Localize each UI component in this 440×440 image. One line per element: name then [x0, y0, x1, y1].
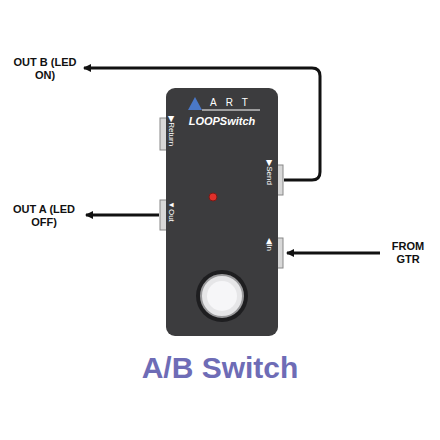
out-a-wire — [86, 214, 159, 217]
product-name: LOOPSwitch — [166, 115, 278, 128]
pedal-body: ART LOOPSwitch▶Return ▶Send ▼Out ◀In — [166, 88, 278, 336]
out-label: ▼Out — [167, 201, 176, 222]
output-b-label: OUT B (LED ON) — [8, 56, 82, 82]
in-label: ◀In — [265, 238, 274, 251]
send-label: ▶Send — [265, 160, 274, 185]
input-label: FROM GTR — [386, 240, 430, 266]
return-label: ▶Return — [167, 116, 176, 146]
brand-logo: ART — [210, 97, 257, 109]
output-a-label: OUT A (LED OFF) — [6, 203, 82, 229]
input-wire — [287, 252, 380, 255]
caption: A/B Switch — [0, 350, 440, 386]
